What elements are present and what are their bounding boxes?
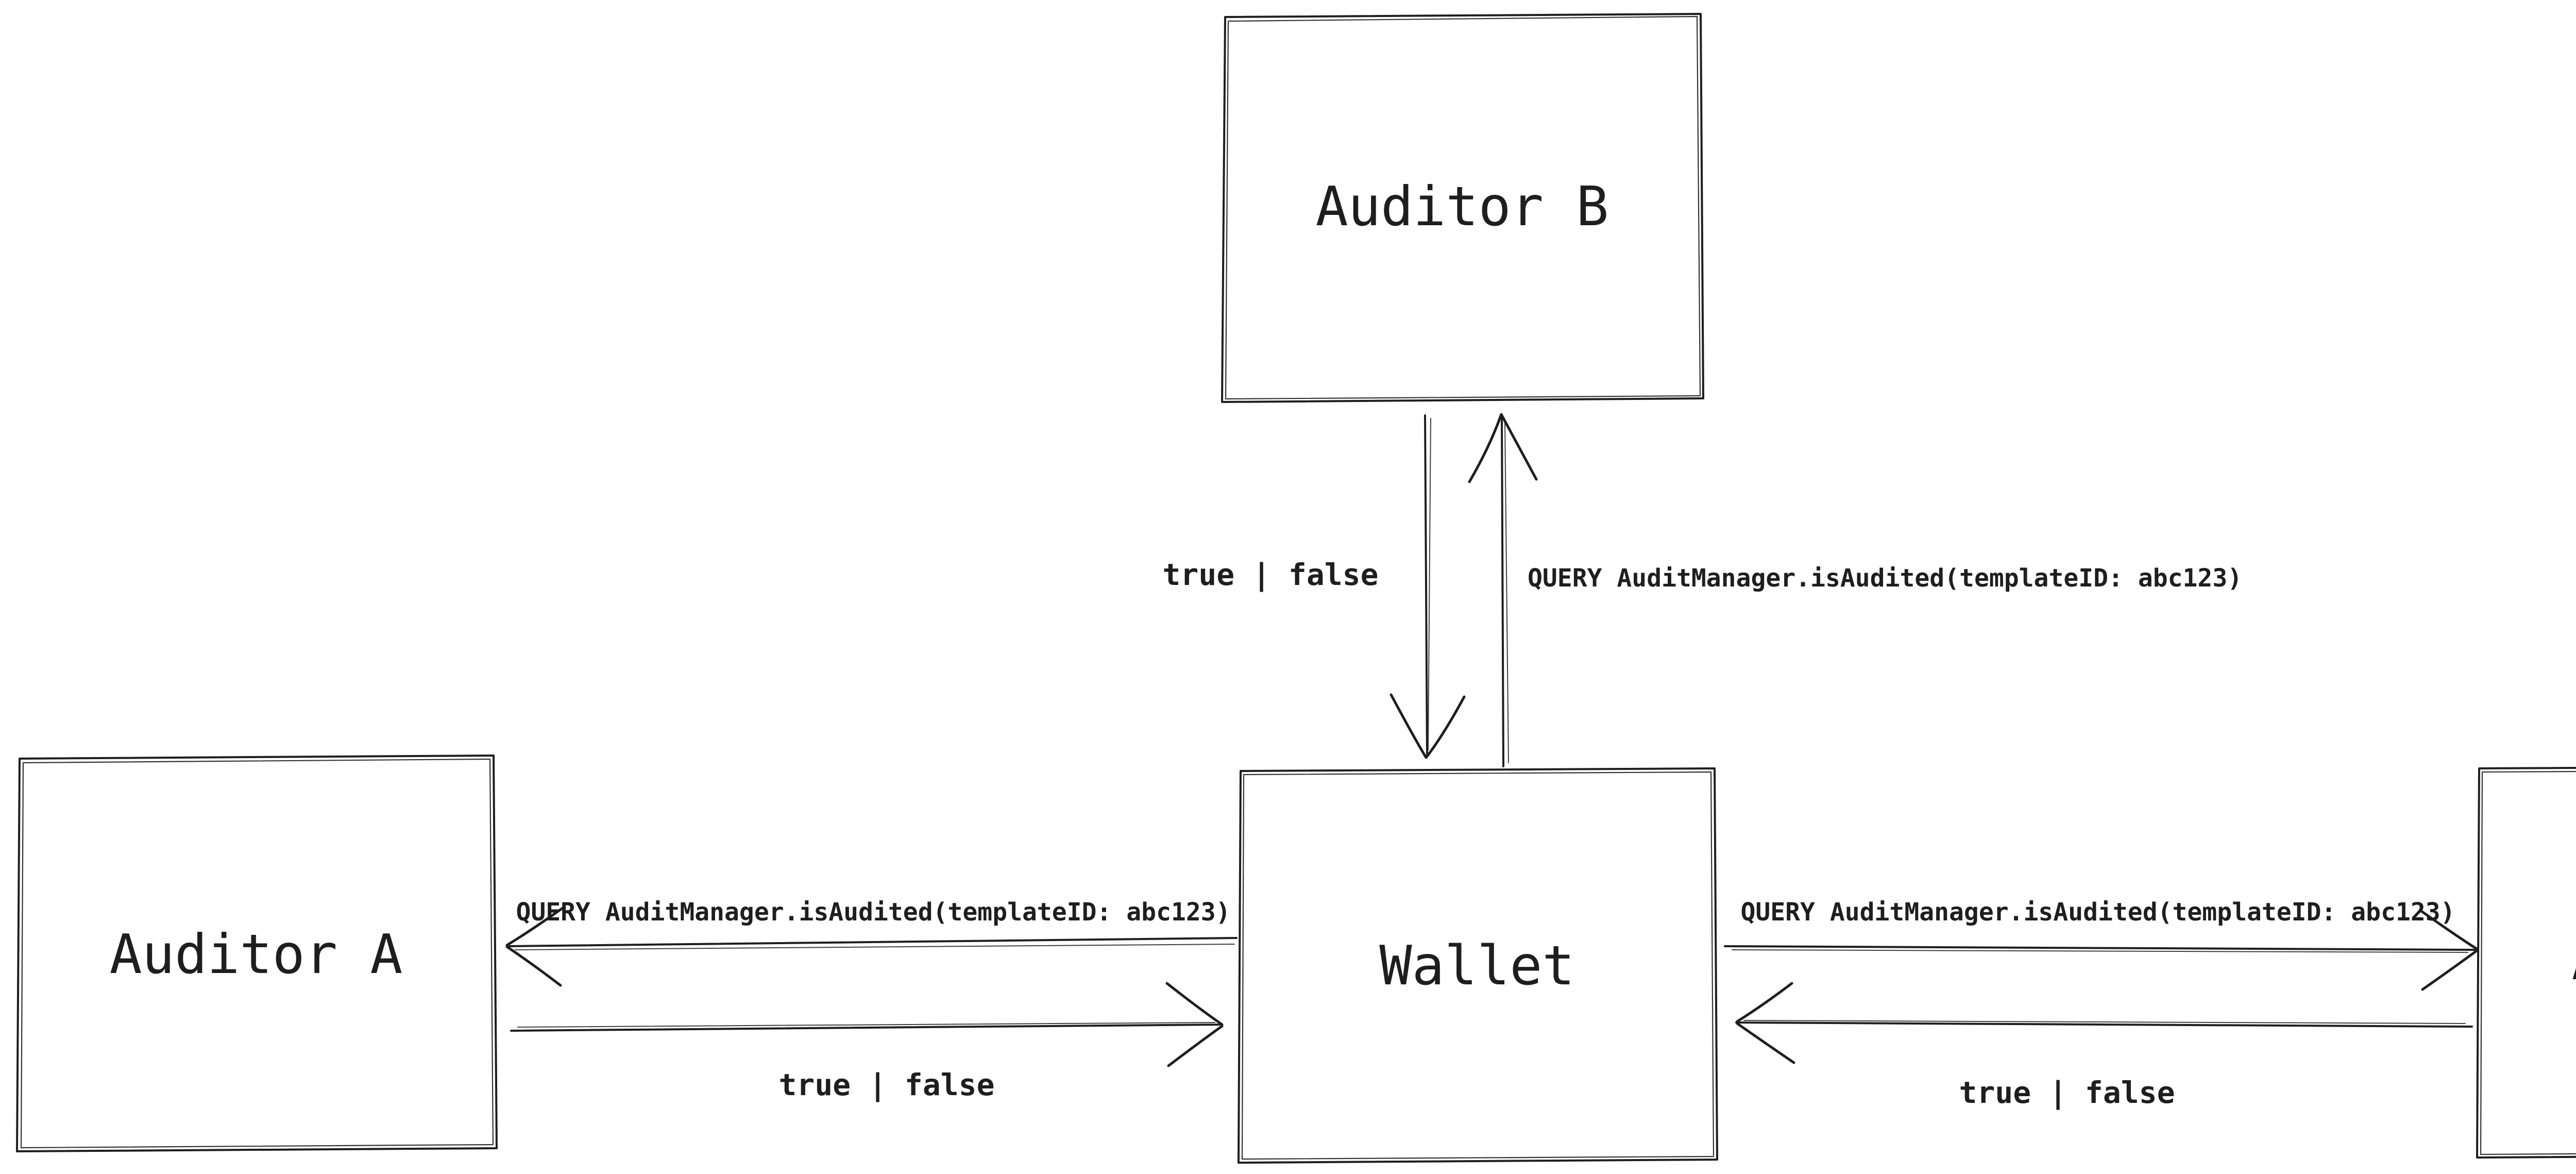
auditor-a-box-sketch bbox=[20, 758, 494, 1149]
wallet-label: Wallet bbox=[1379, 934, 1574, 997]
arrow-line bbox=[506, 937, 1238, 947]
arrow-line-sketch bbox=[1743, 1020, 2466, 1024]
arrow-line bbox=[510, 1024, 1223, 1032]
auditor-a-label: Auditor A bbox=[110, 923, 403, 986]
node-auditor-b bbox=[1221, 13, 1704, 403]
node-auditor-a bbox=[16, 754, 498, 1152]
label-query-auditor-b: QUERY AuditManager.isAudited(templateID:… bbox=[1528, 564, 2242, 593]
arrowhead-right bbox=[2420, 910, 2478, 991]
arrow-line-sketch bbox=[1504, 422, 1509, 763]
edge-auditor-b-to-wallet bbox=[1389, 414, 1466, 759]
edge-wallet-to-auditor-b bbox=[1468, 413, 1538, 767]
label-response-auditor-c: true | false bbox=[1959, 1075, 2175, 1110]
shapes-layer bbox=[16, 13, 2576, 1164]
label-query-auditor-c: QUERY AuditManager.isAudited(templateID:… bbox=[1740, 898, 2455, 927]
arrow-line-sketch bbox=[1428, 418, 1431, 750]
arrow-line-sketch bbox=[1732, 949, 2468, 953]
edge-wallet-to-auditor-a bbox=[505, 907, 1238, 987]
arrow-line bbox=[1724, 945, 2476, 951]
auditor-b-label: Auditor B bbox=[1316, 175, 1609, 238]
node-wallet bbox=[1238, 767, 1718, 1164]
label-response-auditor-a: true | false bbox=[778, 1067, 994, 1102]
arrowhead-left bbox=[1736, 982, 1795, 1064]
auditor-b-box bbox=[1221, 13, 1704, 403]
wallet-box bbox=[1238, 767, 1718, 1164]
arrowhead-down bbox=[1389, 693, 1466, 759]
label-query-auditor-a: QUERY AuditManager.isAudited(templateID:… bbox=[516, 898, 1230, 927]
auditor-c-box bbox=[2476, 766, 2576, 1159]
arrowhead-up bbox=[1468, 413, 1538, 483]
arrowhead-left bbox=[505, 907, 564, 987]
arrow-line bbox=[1501, 414, 1504, 767]
auditor-c-box-sketch bbox=[2480, 770, 2576, 1155]
edge-auditor-c-to-wallet bbox=[1735, 982, 2473, 1064]
arrow-line bbox=[1424, 414, 1428, 758]
node-auditor-c bbox=[2476, 766, 2576, 1159]
arrow-line-sketch bbox=[517, 1022, 1215, 1028]
arrows-layer bbox=[505, 413, 2478, 1067]
arrow-line bbox=[1735, 1021, 2473, 1028]
arrow-line-sketch bbox=[515, 944, 1235, 950]
arrowhead-right bbox=[1165, 982, 1224, 1067]
label-response-auditor-b: true | false bbox=[1162, 557, 1378, 592]
auditor-c-label: Auditor C bbox=[2572, 929, 2576, 992]
wallet-box-sketch bbox=[1241, 771, 1715, 1160]
edge-wallet-to-auditor-c bbox=[1724, 910, 2478, 991]
auditor-b-box-sketch bbox=[1225, 15, 1701, 400]
auditor-a-box bbox=[16, 754, 498, 1152]
text-layer: Auditor B Auditor A Wallet Auditor C tru… bbox=[110, 175, 2576, 1110]
edge-auditor-a-to-wallet bbox=[510, 982, 1224, 1067]
